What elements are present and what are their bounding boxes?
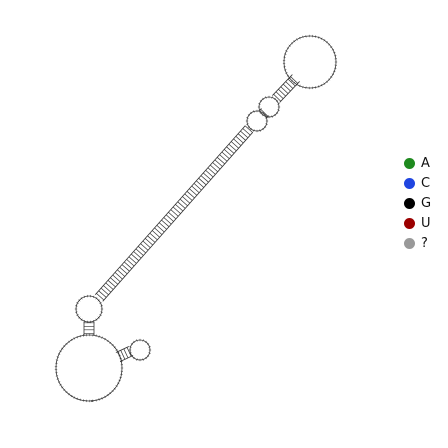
side-hairpin-loop bbox=[129, 339, 151, 361]
lower-stem-base-pairs bbox=[84, 322, 94, 334]
legend-label-a: A bbox=[421, 155, 430, 171]
upper-interior-loop-2-ticks bbox=[257, 95, 281, 119]
long-helix-strand-2 bbox=[94, 125, 246, 295]
upper-interior-loop-1-ticks bbox=[245, 109, 269, 133]
side-stem-base-pairs bbox=[117, 347, 132, 361]
legend-label-g: G bbox=[421, 195, 432, 211]
legend-label-c: C bbox=[421, 175, 431, 191]
side-hairpin-loop-ticks bbox=[128, 338, 152, 362]
legend-item-unknown: ? bbox=[404, 233, 431, 253]
upper-interior-loop-2 bbox=[258, 96, 280, 118]
lower-interior-loop bbox=[75, 295, 103, 323]
legend-dot-a bbox=[404, 157, 415, 169]
legend-dot-unknown bbox=[404, 237, 415, 249]
legend-dot-g bbox=[404, 197, 415, 209]
long-helix-base-pairs bbox=[96, 125, 253, 301]
hairpin-loop-ticks bbox=[282, 34, 338, 90]
lower-interior-loop-ticks bbox=[74, 294, 104, 324]
legend-item-a: A bbox=[404, 153, 431, 173]
hairpin-stem-base-pairs bbox=[273, 76, 298, 102]
legend-label-unknown: ? bbox=[421, 235, 428, 251]
legend-item-c: C bbox=[404, 173, 431, 193]
upper-interior-loop-1 bbox=[246, 110, 268, 132]
hairpin-stem-strand-1 bbox=[279, 81, 300, 103]
legend-item-g: G bbox=[404, 193, 431, 213]
hairpin-loop bbox=[283, 35, 337, 89]
legend-label-u: U bbox=[421, 215, 431, 231]
multi-loop-ticks bbox=[54, 333, 124, 403]
long-helix-strand-1 bbox=[102, 132, 254, 302]
short-stem-base-pairs bbox=[260, 108, 269, 117]
legend-dot-u bbox=[404, 217, 415, 229]
legend-item-u: U bbox=[404, 213, 431, 233]
legend-dot-c bbox=[404, 177, 415, 189]
multi-loop bbox=[55, 334, 123, 402]
legend: A C G U ? bbox=[404, 153, 431, 253]
